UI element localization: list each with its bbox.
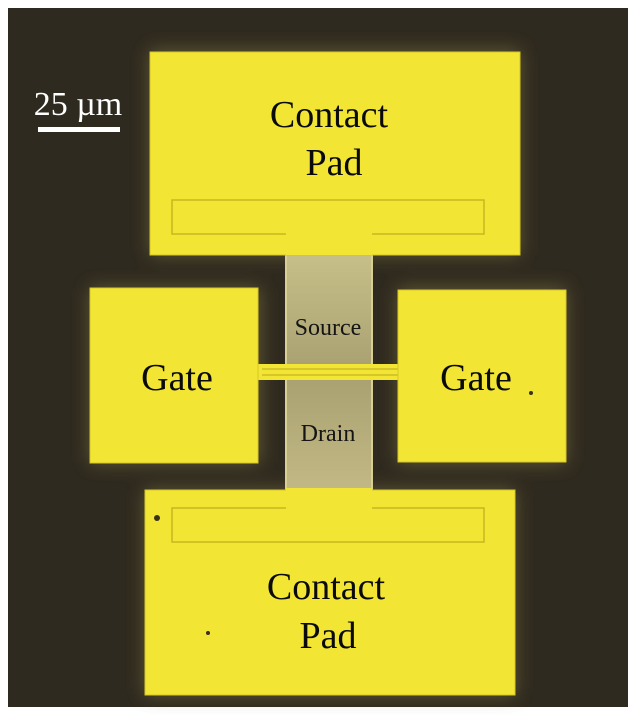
- gate-finger: [255, 364, 401, 380]
- bottom-contact-pad: [144, 489, 516, 696]
- scale-bar: [38, 127, 120, 132]
- top-pad-label-line2: Pad: [306, 142, 363, 184]
- debris-dot: [154, 515, 160, 521]
- left-gate-pad: [89, 287, 259, 464]
- right-gate-pad: [397, 289, 567, 463]
- gate-left-label: Gate: [141, 357, 213, 399]
- debris-dot: [206, 631, 210, 635]
- bottom-pad-label-line1: Contact: [267, 566, 386, 608]
- bottom-pad-label-line2: Pad: [300, 615, 357, 657]
- source-label: Source: [295, 315, 362, 341]
- top-contact-pad: [149, 51, 521, 256]
- scale-bar-label: 25 µm: [34, 86, 123, 123]
- gate-right-label: Gate: [440, 357, 512, 399]
- debris-dot: [529, 391, 533, 395]
- top-pad-label-line1: Contact: [270, 94, 389, 136]
- drain-label: Drain: [301, 421, 356, 447]
